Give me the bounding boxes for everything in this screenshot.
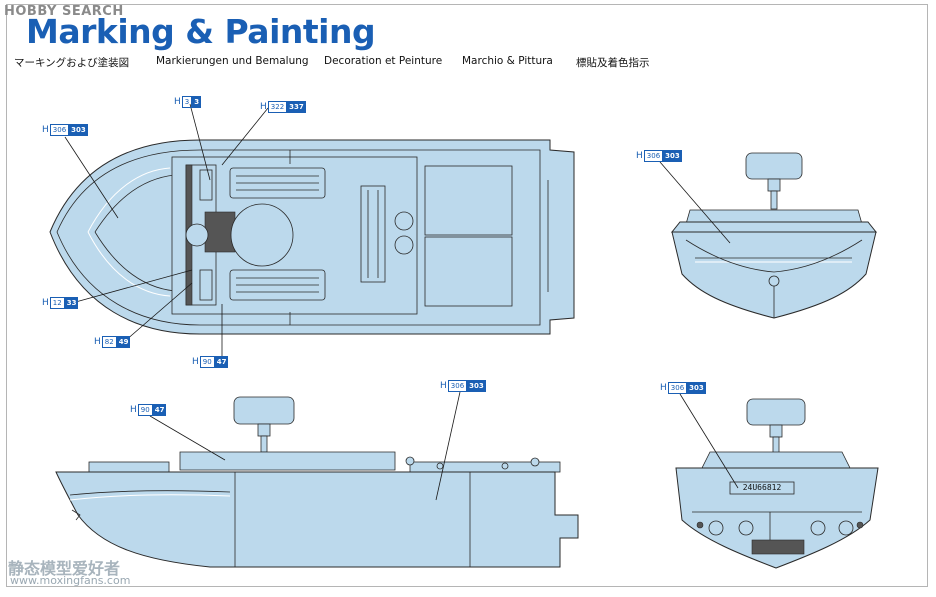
paint-callout-rudder: H 3 3 xyxy=(174,96,202,108)
paint-callout-deck-top: H 306 303 xyxy=(42,124,88,136)
leader-lines xyxy=(64,103,739,501)
subtitle-italian: Marchio & Pittura xyxy=(462,55,553,67)
subtitle-german: Markierungen und Bemalung xyxy=(156,55,309,67)
paint-callout-fitting: H 90 47 xyxy=(192,356,229,368)
page-title: Marking & Painting xyxy=(26,12,376,51)
subtitle-chinese: 標貼及着色指示 xyxy=(576,57,650,69)
hull-number-decal: 24U66812 xyxy=(742,483,782,492)
footer-url: www.moxingfans.com xyxy=(10,574,131,587)
subtitle-japanese: マーキングおよび塗装図 xyxy=(14,57,130,69)
subtitle-french: Decoration et Peinture xyxy=(324,55,443,67)
paint-callout-frame: H 82 49 xyxy=(94,336,131,348)
sheet-border xyxy=(6,4,928,587)
rear-view-boat xyxy=(675,398,879,569)
paint-callout-rear-hull: H 306 303 xyxy=(660,382,706,394)
top-view-boat xyxy=(49,139,575,335)
hobby-search-watermark: HOBBY SEARCH xyxy=(4,4,124,19)
front-view-boat xyxy=(670,152,878,319)
paint-callout-side-hull: H 306 303 xyxy=(440,380,486,392)
footer-watermark: 静态模型爱好者 xyxy=(8,559,121,578)
paint-callout-cockpit: H 12 33 xyxy=(42,297,79,309)
paint-callout-side-deck: H 90 47 xyxy=(130,404,167,416)
paint-callout-cleat: H 322 337 xyxy=(260,101,306,113)
side-view-boat xyxy=(55,396,579,568)
paint-callout-front-hull: H 306 303 xyxy=(636,150,682,162)
